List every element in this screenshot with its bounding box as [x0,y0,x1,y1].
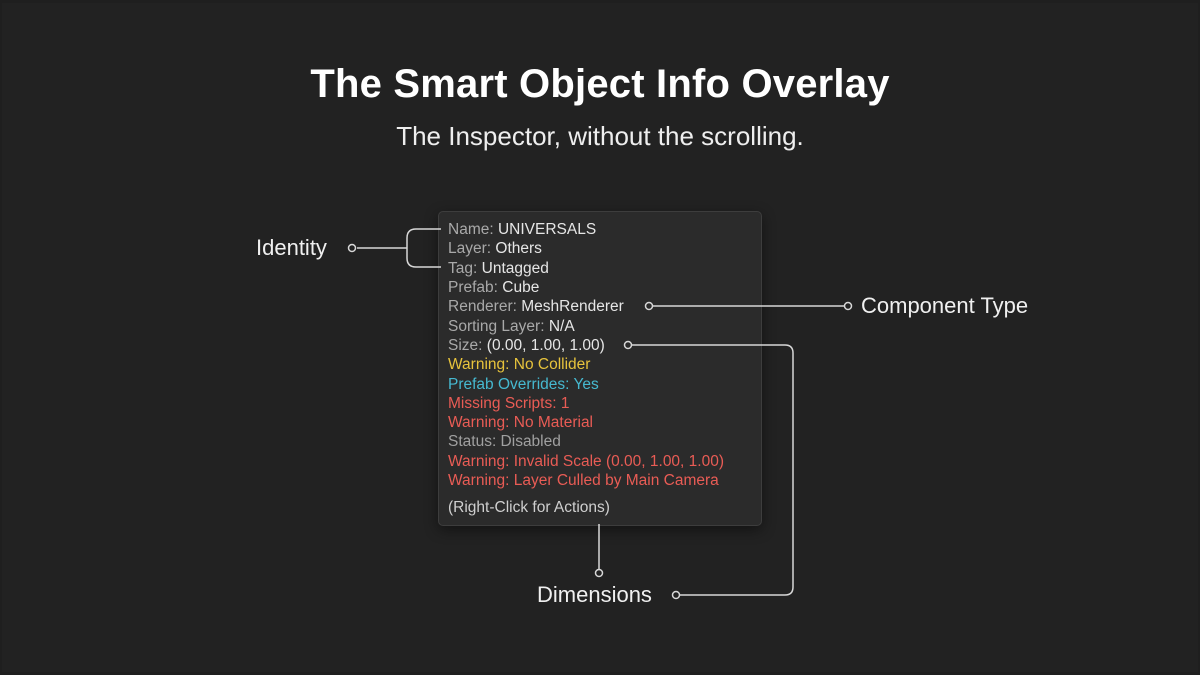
size-value: (0.00, 1.00, 1.00) [486,337,605,354]
dimensions-label: Dimensions [537,582,652,607]
prefab-value: Cube [502,279,540,296]
warning-no-collider: Warning: No Collider [448,356,591,373]
identity-dot [347,243,357,253]
prefab-label: Prefab: [448,279,498,296]
size-row: Size: (0.00, 1.00, 1.00) [448,336,605,355]
right-click-hint: (Right-Click for Actions) [448,499,610,516]
sorting-layer-label: Sorting Layer: [448,318,545,335]
layer-row: Layer: Others [448,239,542,258]
name-value: UNIVERSALS [497,221,597,238]
missing-scripts-row: Missing Scripts: 1 [448,395,570,412]
renderer-label: Renderer: [448,298,517,315]
identity-bracket [406,228,441,268]
tag-label: Tag: [448,260,478,277]
status-row: Status: Disabled [448,433,561,450]
component-type-dot [843,301,853,311]
dimensions-dot [671,590,681,600]
warning-layer-culled: Warning: Layer Culled by Main Camera [448,472,719,489]
size-label: Size: [448,337,483,354]
size-dot [623,340,633,350]
layer-label: Layer: [448,240,492,257]
prefab-row: Prefab: Cube [448,278,539,297]
renderer-value: MeshRenderer [521,298,624,315]
renderer-row: Renderer: MeshRenderer [448,297,624,316]
prefab-overrides-row: Prefab Overrides: Yes [448,376,599,393]
name-row: Name: UNIVERSALS [448,220,596,239]
renderer-dot [644,301,654,311]
tag-value: Untagged [481,260,549,277]
sorting-layer-value: N/A [548,318,575,335]
tag-row: Tag: Untagged [448,259,549,278]
info-overlay-panel[interactable]: Name: UNIVERSALS Layer: Others Tag: Unta… [438,211,762,526]
page-subtitle: The Inspector, without the scrolling. [396,121,804,151]
identity-label: Identity [256,235,327,260]
page-title: The Smart Object Info Overlay [310,62,890,106]
warning-no-material: Warning: No Material [448,414,594,431]
layer-value: Others [495,240,542,257]
panel-bottom-dot [594,568,604,578]
sorting-layer-row: Sorting Layer: N/A [448,317,575,336]
dimensions-connector-path [632,344,794,596]
warning-invalid-scale: Warning: Invalid Scale (0.00, 1.00, 1.00… [448,453,724,470]
name-label: Name: [448,221,494,238]
component-type-label: Component Type [861,293,1029,318]
